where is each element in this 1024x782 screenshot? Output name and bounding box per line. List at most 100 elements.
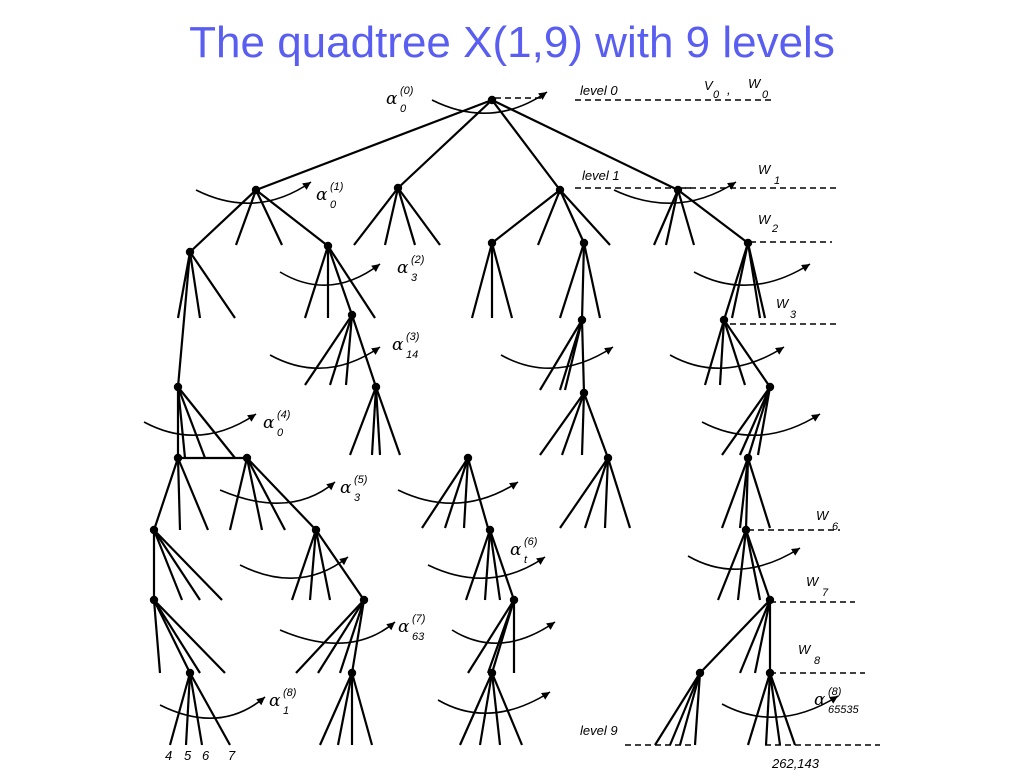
alpha-subscript: 63 [412, 631, 425, 643]
leaf-label-4: 4 [165, 748, 172, 763]
w6-label: W 6 [816, 508, 839, 533]
tree-edge [246, 457, 286, 531]
alpha-label: α(5)3 [340, 474, 368, 504]
tree-edge [558, 189, 586, 244]
tree-edge [583, 457, 610, 529]
tree-node [485, 525, 495, 535]
rotation-arc [269, 346, 381, 369]
tree-edge [318, 672, 354, 746]
tree-edge [723, 319, 771, 388]
tree-edge [350, 672, 374, 746]
w7-symbol: W [806, 574, 820, 589]
tree-edge [336, 672, 354, 746]
tree-edge [652, 189, 680, 246]
w3-label: W 3 [776, 296, 797, 321]
alpha-superscript: (2) [411, 254, 425, 266]
tree-edge [699, 599, 771, 674]
tree-edge [458, 672, 494, 746]
level-dashed-lines [495, 97, 880, 746]
alpha-subscript: 14 [406, 349, 418, 361]
tree-edge [245, 457, 264, 531]
tree-edge [315, 529, 365, 601]
rotation-arc [279, 263, 381, 287]
alpha-symbol: α [386, 89, 398, 109]
tree-edge [290, 529, 318, 601]
alpha-label: α(4)0 [263, 409, 291, 439]
w7-label: W 7 [806, 574, 829, 599]
rotation-arc [613, 181, 737, 204]
tree-edge [177, 386, 236, 459]
alpha-labels: α(0)0α(1)0α(2)3α(3)14α(4)0α(5)3α(6)tα(7)… [263, 85, 859, 717]
page-title: The quadtree X(1,9) with 9 levels [189, 18, 835, 67]
tree-edge [246, 457, 317, 531]
arc-arrowhead [546, 622, 555, 630]
alpha-symbol: α [510, 540, 522, 560]
tree-edge [176, 251, 192, 319]
arc-arrowhead [536, 557, 545, 565]
tree-edge [756, 386, 772, 456]
tree-edge [176, 457, 210, 531]
alpha-subscript: 65535 [828, 704, 859, 716]
tree-edges [152, 98, 797, 746]
tree-edge [328, 314, 354, 386]
tree-edge [303, 245, 330, 319]
tree-edge [764, 672, 772, 746]
alpha-subscript: 3 [411, 272, 418, 284]
tree-node [173, 382, 183, 392]
alpha-superscript: (3) [406, 331, 420, 343]
tree-edge [483, 529, 492, 601]
tree-edge [490, 672, 502, 746]
tree-node [487, 95, 497, 105]
tree-node [555, 185, 565, 195]
alpha-superscript: (5) [354, 474, 368, 486]
tree-node [579, 238, 589, 248]
tree-edge [746, 672, 772, 746]
tree-edge [738, 386, 772, 456]
v0-w0-label: V 0 , W 0 [704, 76, 769, 101]
alpha-superscript: (8) [283, 687, 297, 699]
tree-edge [383, 187, 400, 246]
alpha-label: α(6)t [510, 536, 538, 566]
tree-edge [255, 189, 283, 246]
v0-symbol: V [704, 78, 714, 93]
alpha-symbol: α [398, 617, 410, 637]
tree-edge [491, 99, 679, 191]
tree-edge [563, 319, 584, 391]
tree-edge [722, 242, 750, 321]
rotation-arc [701, 413, 821, 436]
tree-edge [228, 457, 249, 531]
tree-edge [768, 672, 782, 746]
tree-node [765, 382, 775, 392]
rotation-arc [195, 181, 312, 204]
tree-edge [189, 189, 257, 253]
tree-edge [255, 189, 329, 247]
tree-edge [153, 599, 191, 674]
tree-edge [490, 242, 514, 319]
rotation-arc [279, 621, 396, 644]
arc-arrowhead [604, 347, 613, 355]
tree-node [149, 525, 159, 535]
tree-node [323, 241, 333, 251]
tree-edge [348, 386, 378, 456]
tree-edge [721, 386, 771, 456]
alpha-symbol: α [340, 478, 352, 498]
tree-node [487, 668, 497, 678]
rotation-arc [239, 556, 349, 579]
tree-edge [314, 529, 332, 601]
tree-edge [188, 251, 202, 319]
alpha-label: α(1)0 [316, 181, 344, 211]
arc-arrowhead [509, 482, 518, 490]
tree-edge [350, 314, 378, 388]
tree-edge [693, 672, 702, 746]
rotation-arc [721, 695, 839, 718]
tree-node [695, 668, 705, 678]
tree-edge [490, 672, 524, 746]
leaf-label-6: 6 [202, 748, 210, 763]
alpha-superscript: (0) [400, 85, 414, 97]
rotation-arc [437, 691, 551, 714]
w8-subscript: 8 [814, 655, 821, 667]
v0-subscript: 0 [713, 89, 720, 101]
rotation-arc [451, 621, 556, 645]
tree-edge [654, 672, 701, 746]
node-count-label: 262,143 [771, 756, 820, 771]
